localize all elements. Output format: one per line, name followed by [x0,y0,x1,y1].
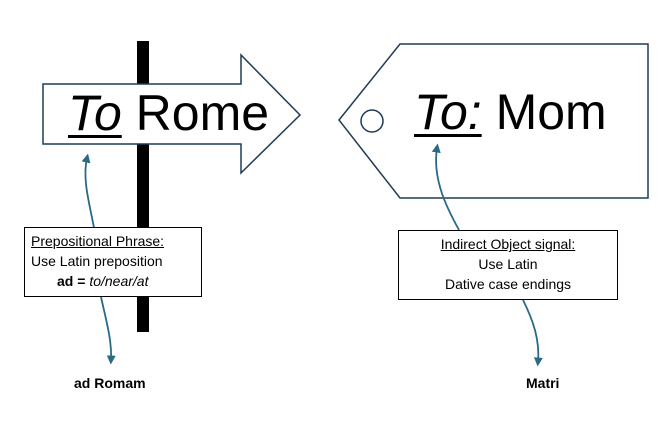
box-heading: Prepositional Phrase: [31,233,165,249]
answer-right: Matri [526,375,560,391]
tag-hole [360,109,384,133]
arrow-sign-shape [42,53,302,175]
box-line: Dative case endings [444,276,572,292]
prepositional-phrase-box: Prepositional Phrase: Use Latin preposit… [24,227,202,297]
sign-word: Rome [135,85,270,141]
gift-tag-shape [338,43,649,199]
tag-word: Mom [495,84,607,140]
box-heading: Indirect Object signal: [440,236,576,252]
sign-text: To Rome [68,88,269,138]
preposition-meaning: to/near/at [89,273,149,289]
pointer-arrow-to-tag [431,143,460,231]
tag-text: To: Mom [414,87,607,137]
preposition-ad: ad [57,273,74,289]
answer-left: ad Romam [74,375,146,391]
indirect-object-box: Indirect Object signal: Use Latin Dative… [398,230,618,300]
pointer-arrow-to-sign [81,153,95,229]
box-line: Use Latin [478,256,538,272]
equals-sign: = [73,273,90,289]
tag-prefix: To: [414,84,482,140]
pointer-arrow-to-answer-right [522,299,543,367]
box-line-preposition: ad = to/near/at [31,271,195,291]
pointer-arrow-to-answer-left [100,296,116,365]
box-line: Use Latin preposition [31,253,163,269]
sign-prefix: To [68,85,122,141]
